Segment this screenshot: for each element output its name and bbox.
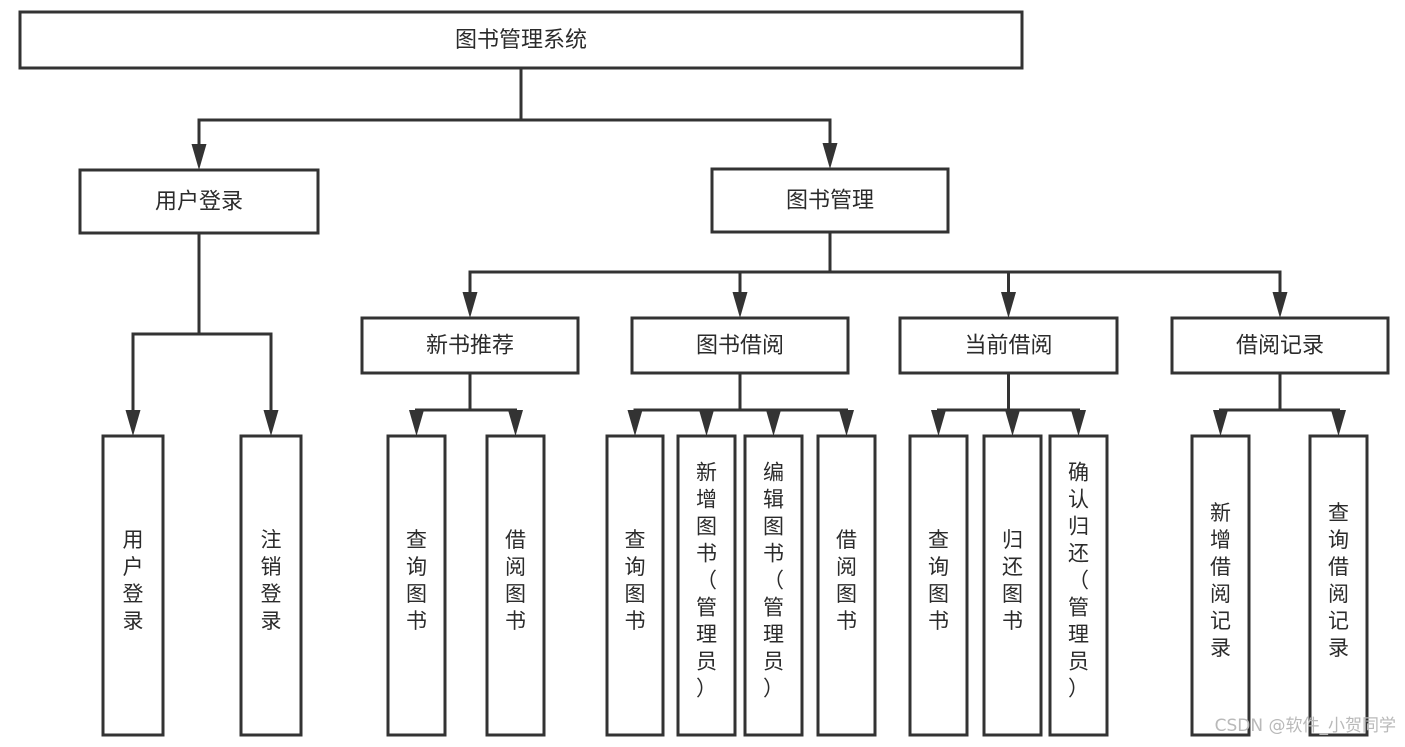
node-box — [239, 434, 303, 737]
node-user-login[interactable]: 用户登录 — [78, 168, 320, 235]
node-box — [1048, 434, 1109, 737]
node-borrow-edit-book[interactable]: 编辑图书（管理员） — [743, 434, 804, 737]
connector-arrowhead — [1213, 410, 1228, 436]
connector-arrowhead — [191, 144, 207, 170]
node-label: 查询图书 — [406, 528, 427, 633]
nodes-layer: 图书管理系统用户登录用户登录注销登录图书管理新书推荐查询图书借阅图书图书借阅查询… — [18, 10, 1390, 737]
node-box — [816, 434, 877, 737]
watermark-label: CSDN @软件_小贺同学 — [1215, 716, 1396, 736]
node-label: 用户登录 — [155, 190, 243, 215]
node-borrow-do-book[interactable]: 借阅图书 — [816, 434, 877, 737]
connector-arrowhead — [125, 410, 141, 436]
node-root[interactable]: 图书管理系统 — [18, 10, 1024, 70]
node-label: 图书借阅 — [696, 334, 784, 359]
node-box — [908, 434, 969, 737]
node-rec-borrow-book[interactable]: 借阅图书 — [485, 434, 546, 737]
node-label: 新书推荐 — [426, 334, 514, 359]
node-rec-add-record[interactable]: 新增借阅记录 — [1190, 434, 1251, 737]
node-label: 当前借阅 — [964, 334, 1052, 359]
node-box — [1308, 434, 1369, 737]
node-box — [101, 434, 165, 737]
node-label: 注销登录 — [261, 528, 282, 633]
node-book-borrow[interactable]: 图书借阅 — [630, 316, 850, 375]
node-label: 查询图书 — [928, 528, 949, 633]
node-box — [485, 434, 546, 737]
node-label: 查询图书 — [625, 528, 646, 633]
node-label: 新增图书（管理员） — [696, 461, 717, 701]
node-new-book-rec[interactable]: 新书推荐 — [360, 316, 580, 375]
connector-arrowhead — [627, 410, 643, 436]
connector-arrowhead — [822, 143, 838, 169]
node-rec-query-book[interactable]: 查询图书 — [386, 434, 447, 737]
node-label: 归还图书 — [1002, 528, 1023, 633]
node-borrow-query-book[interactable]: 查询图书 — [605, 434, 665, 737]
node-box — [676, 434, 737, 737]
node-label: 图书管理系统 — [455, 28, 587, 53]
connectors-layer — [125, 66, 1346, 436]
connector-arrowhead — [839, 410, 854, 436]
connector-arrowhead — [732, 292, 748, 318]
node-label: 编辑图书（管理员） — [763, 461, 784, 701]
node-box — [386, 434, 447, 737]
connector-arrowhead — [462, 292, 478, 318]
connector-arrowhead — [409, 410, 424, 436]
node-box — [605, 434, 665, 737]
node-cur-return-book[interactable]: 归还图书 — [982, 434, 1043, 737]
node-box — [1190, 434, 1251, 737]
node-box — [710, 167, 950, 234]
connector-arrowhead — [766, 410, 781, 436]
node-borrow-record[interactable]: 借阅记录 — [1170, 316, 1390, 375]
node-book-manage[interactable]: 图书管理 — [710, 167, 950, 234]
node-label: 新增借阅记录 — [1210, 501, 1231, 660]
node-label: 借阅图书 — [836, 528, 857, 633]
connector-arrowhead — [1005, 410, 1020, 436]
node-box — [630, 316, 850, 375]
node-label: 借阅记录 — [1236, 334, 1324, 359]
node-logout-do[interactable]: 注销登录 — [239, 434, 303, 737]
node-label: 用户登录 — [123, 528, 144, 633]
node-label: 借阅图书 — [505, 528, 526, 633]
connector-arrowhead — [931, 410, 946, 436]
node-box — [78, 168, 320, 235]
node-borrow-add-book[interactable]: 新增图书（管理员） — [676, 434, 737, 737]
connector-arrowhead — [1272, 292, 1288, 318]
node-box — [1170, 316, 1390, 375]
node-rec-query-record[interactable]: 查询借阅记录 — [1308, 434, 1369, 737]
connector-arrowhead — [699, 410, 714, 436]
node-box — [898, 316, 1119, 375]
connector-arrowhead — [508, 410, 523, 436]
node-label: 图书管理 — [786, 189, 874, 214]
node-box — [743, 434, 804, 737]
connector-arrowhead — [1331, 410, 1346, 436]
connector-arrowhead — [263, 410, 279, 436]
node-current-borrow[interactable]: 当前借阅 — [898, 316, 1119, 375]
node-label: 查询借阅记录 — [1328, 501, 1349, 660]
node-cur-confirm-return[interactable]: 确认归还（管理员） — [1048, 434, 1109, 737]
node-box — [18, 10, 1024, 70]
node-box — [360, 316, 580, 375]
node-box — [982, 434, 1043, 737]
node-login-do[interactable]: 用户登录 — [101, 434, 165, 737]
node-label: 确认归还（管理员） — [1068, 461, 1089, 701]
connector-arrowhead — [1001, 292, 1016, 318]
connector-arrowhead — [1071, 410, 1086, 436]
node-cur-query-book[interactable]: 查询图书 — [908, 434, 969, 737]
